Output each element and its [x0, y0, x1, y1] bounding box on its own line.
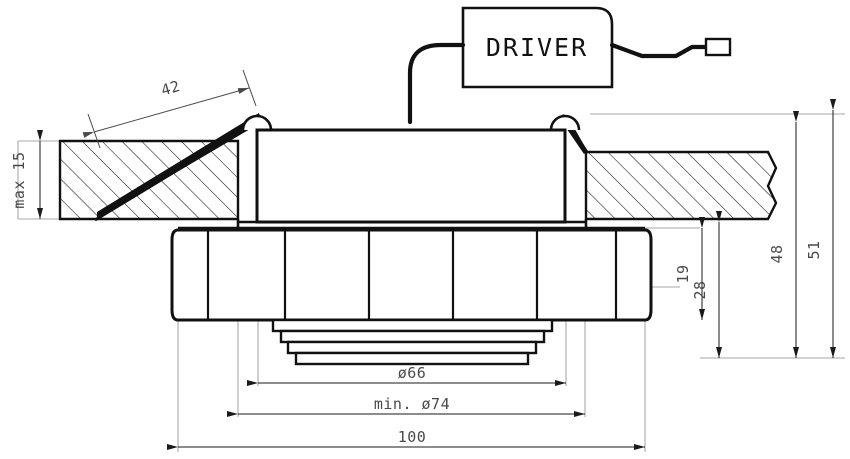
fin-4	[294, 351, 530, 366]
trim-flange	[178, 219, 645, 230]
ceiling-right	[584, 150, 778, 221]
ceiling-left	[58, 139, 240, 221]
dim-42-label: 42	[159, 77, 182, 100]
output-cable	[609, 42, 709, 59]
fin-2	[279, 329, 546, 344]
dim-28-label: 28	[691, 280, 709, 299]
dim-51-label: 51	[805, 240, 823, 259]
lead-cable	[407, 42, 466, 125]
fin-3	[286, 340, 538, 355]
dim-48-label: 48	[768, 244, 786, 263]
cable-group	[407, 42, 709, 125]
dim-d66-label: ø66	[398, 364, 427, 382]
heat-sink	[170, 228, 653, 322]
dim-d74-label: min. ø74	[374, 395, 450, 413]
fin-stack	[271, 318, 554, 366]
fin-1	[271, 318, 554, 333]
connector	[704, 37, 732, 57]
clip-arm-left-fill	[97, 113, 262, 219]
fixture-body	[255, 128, 567, 224]
driver-label: DRIVER	[486, 33, 588, 62]
dim-max15-label: max 15	[10, 151, 28, 208]
dim-100-label: 100	[398, 428, 427, 446]
driver-box	[461, 6, 614, 89]
spring-clip-left	[241, 114, 273, 131]
dim-19-label: 19	[674, 264, 692, 283]
spring-clip-right	[549, 114, 581, 131]
heat-sink-dividers	[206, 231, 618, 319]
dim-42	[82, 69, 257, 149]
